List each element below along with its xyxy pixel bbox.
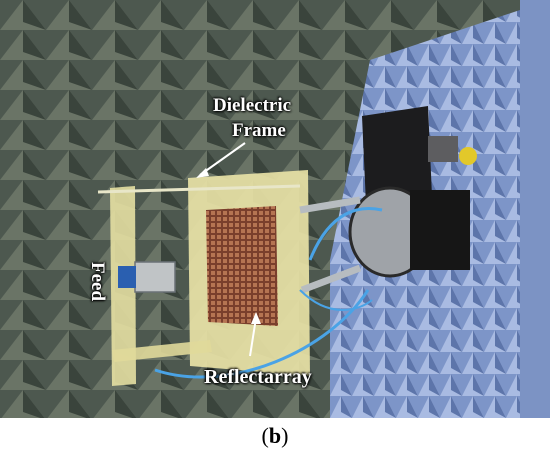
positioner-box [362, 106, 432, 204]
rf-cable [154, 289, 370, 379]
figure-caption: (b) [0, 423, 550, 449]
label-reflectarray: Reflectarray [204, 366, 312, 388]
caption-close: ) [281, 423, 289, 448]
label-frame: Frame [232, 120, 286, 141]
anechoic-chamber-photo: Dielectric Frame Feed Reflectarray [0, 0, 550, 418]
feed-horn [134, 261, 176, 293]
label-dielectric: Dielectric [213, 95, 292, 116]
arrow-frame [199, 142, 246, 176]
arrow-reflectarray [249, 317, 257, 357]
caption-letter: b [268, 423, 282, 448]
caption-open: ( [261, 423, 269, 448]
reflectarray-panel [206, 206, 278, 326]
label-feed: Feed [87, 262, 108, 302]
photo-illustration [0, 0, 550, 418]
